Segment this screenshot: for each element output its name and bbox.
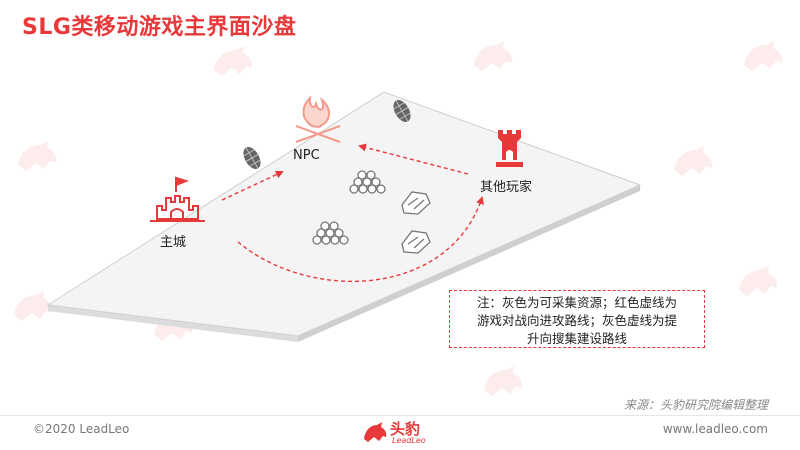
brand-name-cn: 头豹 [390,420,421,438]
game-board [46,91,642,342]
leopard-icon [364,422,387,442]
legend-line: 注：灰色为可采集资源；红色虚线为 [476,295,677,310]
watermark-leopard-icon [14,135,60,175]
brand-logo: 头豹 LeadLeo [362,417,442,449]
watermark-leopard-icon [740,35,786,75]
legend-note: 注：灰色为可采集资源；红色虚线为 游戏对战向进攻路线；灰色虚线为提 升向搜集建设… [449,290,705,348]
brand-name-en: LeadLeo [392,436,426,445]
watermark-leopard-icon [470,35,516,75]
legend-line: 游戏对战向进攻路线；灰色虚线为提 [476,313,677,328]
ore-rock-icon [401,230,431,254]
npc-label: NPC [293,148,320,163]
page-title: SLG类移动游戏主界面沙盘 [22,15,297,40]
other-player-label: 其他玩家 [480,180,533,195]
attack-route-city-to-player [237,196,484,283]
watermark-leopard-icon [480,360,526,400]
castle-icon [150,176,205,222]
source-note: 来源：头豹研究院编辑整理 [623,398,768,412]
watermark-leopard-icon [670,140,716,180]
website-link[interactable]: www.leadleo.com [662,422,768,436]
log-pile-icon [349,170,386,194]
shield-icon [243,147,261,169]
watermark-leopard-icon [210,40,256,80]
footer-divider [0,415,800,416]
main-city-label: 主城 [160,235,187,250]
copyright-text: ©2020 LeadLeo [33,422,130,436]
watermark-leopard-icon [735,260,781,300]
tower-icon [496,130,523,167]
attack-route-player-to-npc [358,143,469,175]
campfire-icon [295,95,341,143]
shield-icon [393,100,411,122]
ore-rock-icon [401,191,431,215]
legend-line: 升向搜集建设路线 [526,331,627,346]
watermark-leopard-icon [10,285,56,325]
log-pile-icon [312,221,349,245]
